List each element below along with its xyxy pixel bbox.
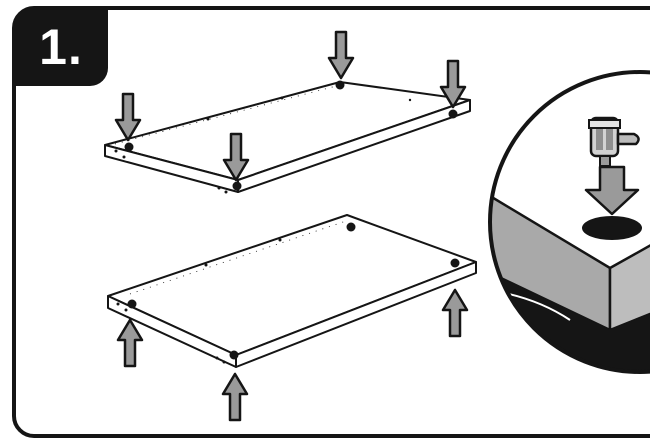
cam-hole — [232, 181, 242, 191]
down-arrow-icon — [222, 132, 250, 182]
cam-hole — [124, 142, 134, 152]
top-panel — [104, 80, 471, 194]
down-arrow-icon — [114, 92, 142, 142]
cam-hole — [229, 350, 239, 360]
cam-hole — [346, 222, 356, 232]
down-arrow-icon — [439, 59, 467, 109]
down-arrow-icon — [327, 30, 355, 80]
down-arrow-icon — [584, 165, 640, 216]
step-badge — [14, 8, 108, 86]
cam-lock-fitting-icon — [588, 116, 640, 167]
zoom-detail — [488, 70, 650, 374]
bottom-panel — [107, 214, 477, 368]
step-number: 1. — [39, 19, 83, 75]
cam-hole — [127, 299, 137, 309]
cam-hole — [448, 109, 458, 119]
cam-hole — [335, 80, 345, 90]
frame-border — [12, 6, 650, 438]
up-arrow-icon — [441, 288, 469, 338]
up-arrow-icon — [221, 372, 249, 422]
cam-hole — [450, 258, 460, 268]
up-arrow-icon — [116, 318, 144, 368]
drilled-hole — [582, 216, 642, 240]
